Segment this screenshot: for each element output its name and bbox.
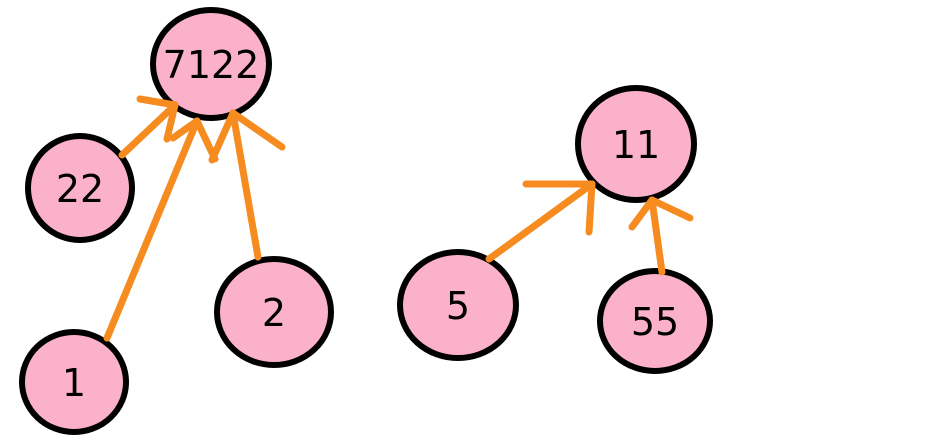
node-label: 55 (631, 300, 679, 344)
node-label: 11 (612, 123, 660, 167)
edge-shaft (229, 109, 262, 261)
edge-shaft (118, 101, 179, 159)
arrowhead-barb (628, 196, 656, 231)
node-label: 7122 (163, 43, 260, 87)
node-22: 22 (25, 133, 135, 243)
edge-shaft (103, 117, 201, 342)
node-55: 55 (597, 268, 713, 374)
node-circle (150, 7, 272, 121)
node-circle (575, 85, 697, 203)
arrowhead-barb (208, 109, 237, 164)
node-label: 5 (446, 284, 470, 328)
node-circle (19, 329, 129, 435)
node-circle (597, 268, 713, 374)
arrowhead-barb (169, 117, 201, 142)
node-5: 5 (397, 249, 519, 361)
arrowhead-barb (163, 101, 179, 143)
node-label: 1 (62, 361, 86, 405)
node-circle (214, 256, 334, 368)
arrowhead-barb (585, 180, 596, 236)
node-11: 11 (575, 85, 697, 203)
node-label: 2 (262, 291, 286, 335)
edge-55-to-11 (628, 196, 694, 276)
node-2: 2 (214, 256, 334, 368)
node-circle (25, 133, 135, 243)
edge-shaft (485, 180, 596, 263)
node-circle (397, 249, 519, 361)
edge-5-to-11 (485, 180, 596, 263)
node-1: 1 (19, 329, 129, 435)
arrowhead-barb (136, 95, 179, 109)
node-label: 22 (56, 167, 104, 211)
node-7122: 7122 (150, 7, 272, 121)
arrowhead-barb (648, 196, 694, 222)
edge-2-to-7122 (208, 109, 286, 261)
arrowhead-barb (229, 109, 286, 151)
edge-22-to-7122 (118, 95, 179, 159)
edge-shaft (648, 196, 666, 276)
